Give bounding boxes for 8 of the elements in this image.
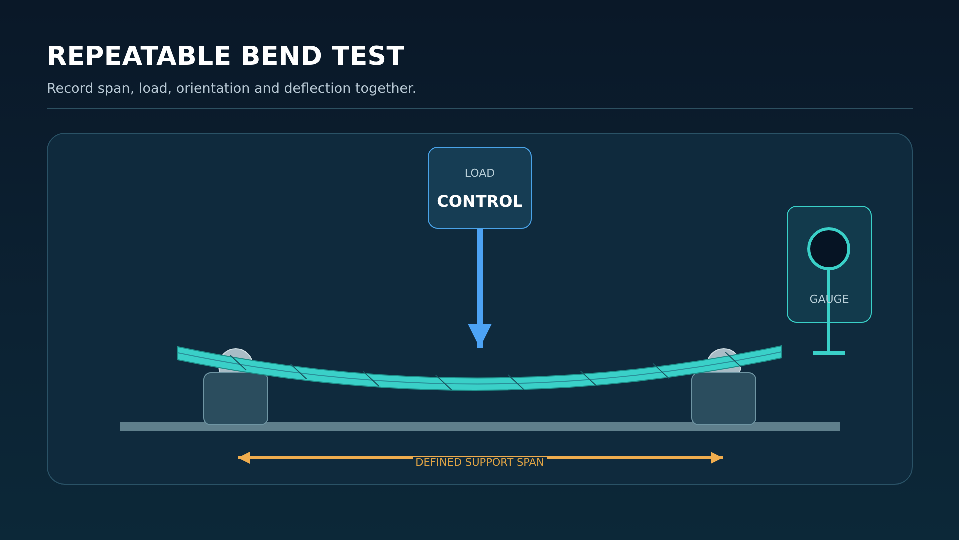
load-arrow	[468, 229, 492, 348]
bent-specimen-beam	[178, 346, 782, 391]
control-box	[428, 147, 532, 229]
subtitle: Record span, load, orientation and deflection together.	[47, 81, 417, 97]
box-caption: LOAD	[464, 167, 496, 180]
box-heading: CONTROL	[436, 192, 524, 211]
title: REPEATABLE BEND TEST	[47, 42, 405, 72]
dimension-label: DEFINED SUPPORT SPAN	[412, 457, 548, 469]
